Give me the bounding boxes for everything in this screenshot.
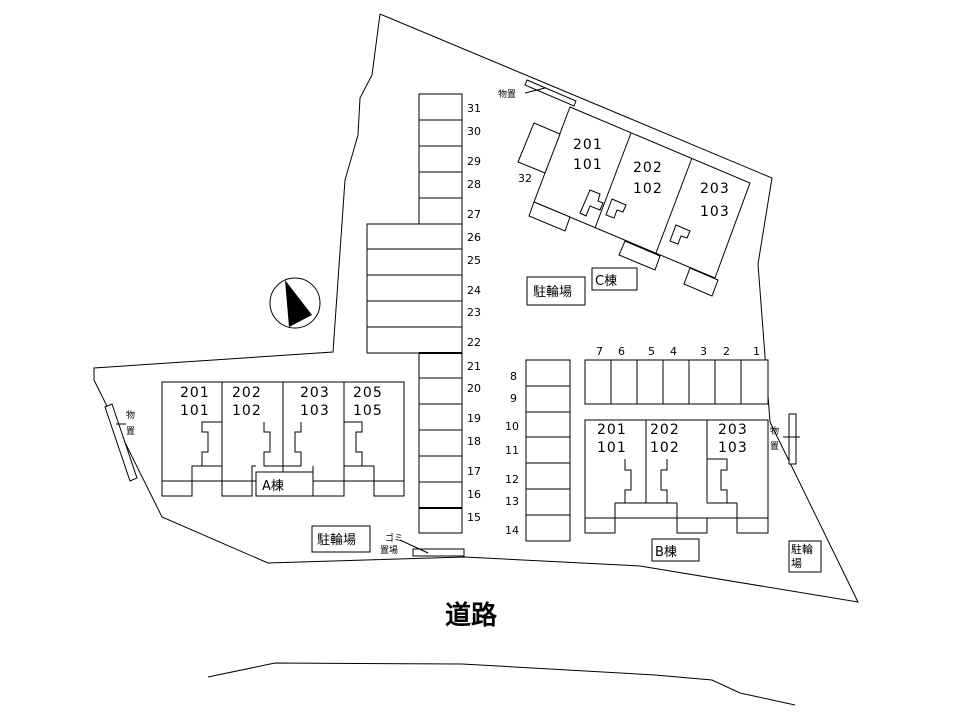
storage-left: 物 置 bbox=[104, 403, 138, 482]
bicycle-parking-label: 駐輪場 bbox=[533, 284, 572, 300]
parking-center-wide: 26 25 24 23 22 bbox=[366, 223, 481, 354]
building-a: 201 101 202 102 203 103 205 105 A棟 bbox=[161, 381, 405, 497]
unit-number: 103 bbox=[700, 204, 730, 220]
unit-number: 101 bbox=[597, 440, 627, 456]
unit-number: 202 bbox=[650, 422, 680, 438]
parking-number: 25 bbox=[467, 254, 481, 267]
unit-number: 203 bbox=[700, 181, 730, 197]
unit-number: 105 bbox=[353, 403, 383, 419]
storage-label-v: 置 bbox=[770, 441, 779, 452]
storage-label-v: 物 bbox=[770, 425, 779, 437]
parking-number: 10 bbox=[505, 420, 519, 433]
parking-number: 9 bbox=[510, 392, 517, 405]
bicycle-parking-label: 場 bbox=[791, 557, 802, 570]
parking-number: 2 bbox=[723, 345, 730, 358]
bicycle-parking-c: 駐輪場 bbox=[526, 276, 586, 306]
bicycle-parking-label: 駐輪場 bbox=[317, 532, 356, 548]
unit-number: 102 bbox=[650, 440, 680, 456]
parking-number: 8 bbox=[510, 370, 517, 383]
parking-number: 21 bbox=[467, 360, 481, 373]
parking-top-row: 7 6 5 4 3 2 1 bbox=[584, 345, 769, 405]
parking-number: 17 bbox=[467, 465, 481, 478]
bicycle-parking-label: 駐輪 bbox=[791, 542, 813, 556]
unit-number: 202 bbox=[232, 385, 262, 401]
garbage-area: ゴミ 置場 bbox=[380, 532, 465, 557]
unit-number: 203 bbox=[718, 422, 748, 438]
parking-number: 32 bbox=[518, 172, 532, 185]
unit-number: 201 bbox=[573, 137, 603, 153]
parking-number: 29 bbox=[467, 155, 481, 168]
unit-number: 201 bbox=[180, 385, 210, 401]
parking-number: 1 bbox=[753, 345, 760, 358]
parking-number: 20 bbox=[467, 382, 481, 395]
unit-number: 103 bbox=[300, 403, 330, 419]
parking-number: 30 bbox=[467, 125, 481, 138]
bicycle-parking-b: 駐輪 場 bbox=[788, 540, 822, 573]
parking-number: 22 bbox=[467, 336, 481, 349]
parking-number: 26 bbox=[467, 231, 481, 244]
building-c-label: C棟 bbox=[595, 274, 617, 289]
parking-number: 15 bbox=[467, 511, 481, 524]
parking-number: 19 bbox=[467, 412, 481, 425]
building-b-label: B棟 bbox=[655, 545, 677, 560]
parking-center-bottom: 21 20 19 18 17 16 15 bbox=[418, 352, 481, 534]
unit-number: 205 bbox=[353, 385, 383, 401]
parking-number: 12 bbox=[505, 473, 519, 486]
parking-number: 6 bbox=[618, 345, 625, 358]
parking-number: 3 bbox=[700, 345, 707, 358]
storage-label-v: 置 bbox=[126, 426, 135, 437]
parking-number: 14 bbox=[505, 524, 519, 537]
parking-number: 28 bbox=[467, 178, 481, 191]
unit-number: 203 bbox=[300, 385, 330, 401]
road-label: 道路 bbox=[445, 600, 498, 631]
parking-number: 24 bbox=[467, 284, 481, 297]
storage-label-v: 物 bbox=[126, 409, 135, 421]
parking-number: 16 bbox=[467, 488, 481, 501]
unit-number: 101 bbox=[573, 157, 603, 173]
parking-number: 4 bbox=[670, 345, 677, 358]
building-c: 201 101 202 102 203 103 C棟 bbox=[528, 106, 751, 297]
north-arrow-icon bbox=[269, 277, 321, 329]
bicycle-parking-a: 駐輪場 bbox=[311, 525, 371, 553]
storage-right: 物 置 bbox=[770, 413, 800, 465]
parking-32: 32 bbox=[517, 122, 561, 185]
parking-number: 31 bbox=[467, 102, 481, 115]
parking-number: 7 bbox=[596, 345, 603, 358]
unit-number: 102 bbox=[633, 181, 663, 197]
parking-number: 18 bbox=[467, 435, 481, 448]
parking-mid-column: 8 9 10 11 12 13 14 bbox=[505, 359, 571, 542]
storage-c: 物置 bbox=[498, 79, 577, 107]
building-a-label: A棟 bbox=[262, 479, 284, 494]
parking-number: 23 bbox=[467, 306, 481, 319]
unit-number: 103 bbox=[718, 440, 748, 456]
unit-number: 101 bbox=[180, 403, 210, 419]
parking-number: 5 bbox=[648, 345, 655, 358]
parking-number: 11 bbox=[505, 444, 519, 457]
road-edge bbox=[207, 662, 796, 706]
unit-number: 201 bbox=[597, 422, 627, 438]
unit-number: 102 bbox=[232, 403, 262, 419]
unit-number: 202 bbox=[633, 160, 663, 176]
garbage-label: ゴミ bbox=[385, 532, 403, 544]
parking-number: 13 bbox=[505, 495, 519, 508]
building-b: 201 101 202 102 203 103 B棟 bbox=[584, 419, 769, 562]
storage-label: 物置 bbox=[498, 88, 516, 100]
parking-center-top: 31 30 29 28 27 bbox=[418, 93, 481, 225]
garbage-label: 置場 bbox=[380, 544, 398, 556]
parking-number: 27 bbox=[467, 208, 481, 221]
